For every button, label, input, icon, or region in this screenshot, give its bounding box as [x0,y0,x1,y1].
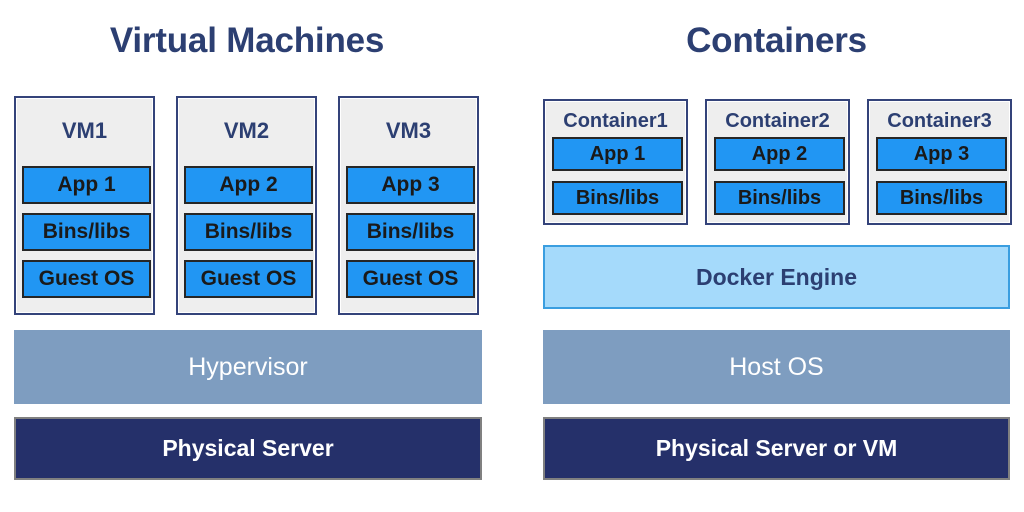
vm-layer-guest-os: Guest OS [22,260,151,298]
container-label: Container2 [725,110,830,132]
vm-label: VM1 [61,118,108,143]
vm-layer-app: App 3 [346,166,475,204]
container-layer-binslibs: Bins/libs [714,181,845,215]
container-label: Container3 [887,110,992,132]
container-box-2[interactable]: Container2 App 2 Bins/libs [705,99,850,225]
vm-layer-app: App 2 [184,166,313,204]
vm-label: VM3 [385,118,432,143]
container-label: Container1 [563,110,668,132]
vm-box-2[interactable]: VM2 App 2 Bins/libs Guest OS [176,96,317,315]
physical-server-or-vm-bar: Physical Server or VM [543,417,1010,480]
virtual-machines-title: Virtual Machines [109,21,385,60]
vm-layer-guest-os: Guest OS [346,260,475,298]
vm-label: VM2 [223,118,270,143]
container-box-1[interactable]: Container1 App 1 Bins/libs [543,99,688,225]
container-box-3[interactable]: Container3 App 3 Bins/libs [867,99,1012,225]
docker-engine-bar: Docker Engine [543,245,1010,309]
vm-box-1[interactable]: VM1 App 1 Bins/libs Guest OS [14,96,155,315]
physical-server-bar: Physical Server [14,417,482,480]
container-layer-app: App 1 [552,137,683,171]
vm-layer-binslibs: Bins/libs [346,213,475,251]
container-layer-binslibs: Bins/libs [552,181,683,215]
vm-layer-app: App 1 [22,166,151,204]
container-layer-app: App 3 [876,137,1007,171]
containers-title: Containers [686,21,867,60]
container-layer-app: App 2 [714,137,845,171]
hypervisor-bar: Hypervisor [14,330,482,404]
host-os-bar: Host OS [543,330,1010,404]
vm-layer-guest-os: Guest OS [184,260,313,298]
vm-layer-binslibs: Bins/libs [22,213,151,251]
vm-layer-binslibs: Bins/libs [184,213,313,251]
vm-box-3[interactable]: VM3 App 3 Bins/libs Guest OS [338,96,479,315]
container-layer-binslibs: Bins/libs [876,181,1007,215]
